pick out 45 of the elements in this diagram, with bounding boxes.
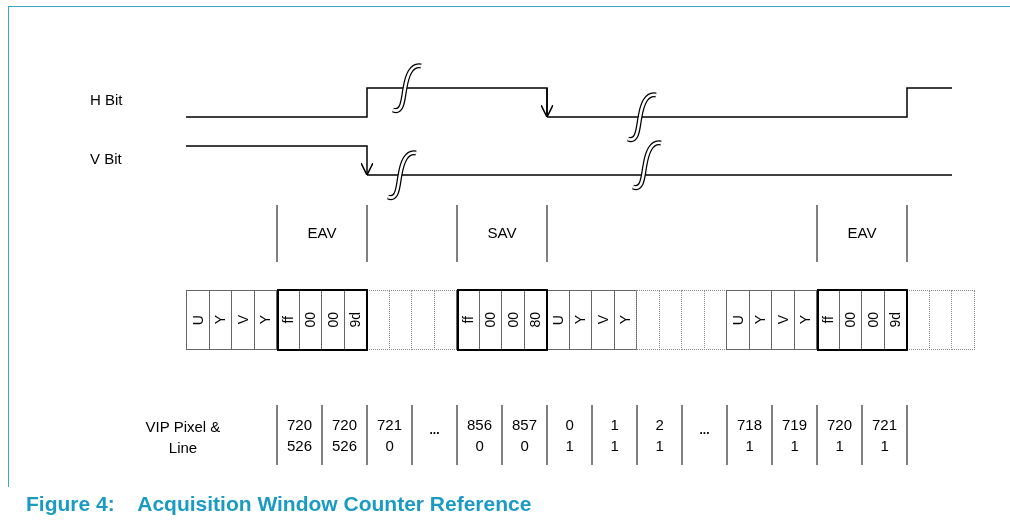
byte-cell: Y bbox=[748, 290, 772, 350]
counter-value: 1 bbox=[835, 437, 844, 454]
counter-value: 721 bbox=[872, 416, 898, 433]
counter-value: 856 bbox=[467, 416, 493, 433]
ellipsis: ... bbox=[699, 423, 710, 437]
counter-value: 0 bbox=[565, 416, 574, 433]
field-label: SAV bbox=[487, 224, 517, 241]
byte-cell: V bbox=[231, 290, 255, 350]
byte-cell: V bbox=[771, 290, 795, 350]
counter-value: 526 bbox=[287, 437, 313, 454]
counter-value: 0 bbox=[520, 437, 529, 454]
row-heading: VIP Pixel & Line bbox=[144, 417, 222, 458]
counter-value: 721 bbox=[377, 416, 403, 433]
byte-cell: U bbox=[546, 290, 570, 350]
byte-cell: Y bbox=[208, 290, 232, 350]
counter-value: 2 bbox=[655, 416, 664, 433]
counter-value: 0 bbox=[475, 437, 484, 454]
counter-value: 1 bbox=[610, 416, 619, 433]
counter-value: 1 bbox=[790, 437, 799, 454]
byte-cell: Y bbox=[613, 290, 637, 350]
signal-name: V Bit bbox=[90, 150, 122, 167]
counter-value: 1 bbox=[655, 437, 664, 454]
counter-value: 0 bbox=[385, 437, 394, 454]
field-label: EAV bbox=[847, 224, 877, 241]
counter-value: 720 bbox=[332, 416, 358, 433]
byte-cell: U bbox=[186, 290, 210, 350]
counter-value: 719 bbox=[782, 416, 808, 433]
counter-value: 720 bbox=[287, 416, 313, 433]
byte-cell: U bbox=[726, 290, 750, 350]
byte-cell: Y bbox=[793, 290, 817, 350]
field-label: EAV bbox=[307, 224, 337, 241]
counter-value: 1 bbox=[610, 437, 619, 454]
byte-cell: Y bbox=[253, 290, 277, 350]
counter-value: 718 bbox=[737, 416, 763, 433]
figure-caption: Figure 4: Acquisition Window Counter Reference bbox=[26, 492, 532, 516]
counter-value: 1 bbox=[880, 437, 889, 454]
signal-name: H Bit bbox=[90, 91, 123, 108]
counter-value: 857 bbox=[512, 416, 538, 433]
counter-value: 526 bbox=[332, 437, 358, 454]
byte-cell: Y bbox=[568, 290, 592, 350]
counter-value: 1 bbox=[565, 437, 574, 454]
byte-cell: V bbox=[591, 290, 615, 350]
ellipsis: ... bbox=[429, 423, 440, 437]
counter-value: 720 bbox=[827, 416, 853, 433]
counter-value: 1 bbox=[745, 437, 754, 454]
